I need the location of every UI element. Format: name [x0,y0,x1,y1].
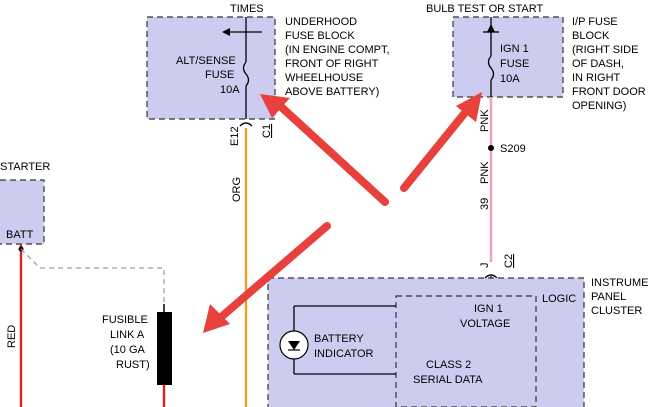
times-label: TIMES [230,3,264,15]
circuit-39-label: 39 [479,198,491,210]
bus-arrow-icon [222,28,230,36]
ign1-fuse-name: IGN 1 [500,43,529,55]
underhood-desc-line: UNDERHOOD [285,16,357,28]
starter-block: STARTER BATT [0,161,50,245]
logic-box [395,295,537,407]
fusible-link-label: FUSIBLE [102,314,148,326]
ip-desc-line: OF DASH, [572,58,624,70]
red-wire-label: RED [6,325,18,348]
underhood-description: UNDERHOOD FUSE BLOCK (IN ENGINE COMPT, F… [285,16,390,98]
battery-indicator-label: BATTERY [314,333,364,345]
fusible-link: FUSIBLE LINK A (10 GA RUST) [102,304,172,407]
bulb-test-label: BULB TEST OR START [426,3,543,15]
underhood-desc-line: (IN ENGINE COMPT, [285,44,390,56]
pnk-top-label: PNK [479,109,491,132]
alt-sense-label: ALT/SENSE [176,55,236,67]
cluster-label: INSTRUME [591,277,648,289]
connector-c2-icon [484,274,498,279]
arrow-head-icon [203,304,230,333]
cluster-label: CLUSTER [591,305,642,317]
underhood-desc-line: FUSE BLOCK [285,30,355,42]
led-diode-icon [288,341,300,350]
arrow-to-fusible-link [216,222,331,322]
instrument-panel-cluster: LOGIC INSTRUME PANEL CLUSTER IGN 1 VOLTA… [267,277,648,407]
ign-voltage-label: VOLTAGE [460,318,510,330]
logic-label: LOGIC [542,293,576,305]
connector-c1-icon [239,122,253,127]
fusible-link-dashed-wire [20,248,165,302]
ign1-fuse-label: FUSE [500,58,529,70]
underhood-desc-line: WHEELHOUSE [285,72,363,84]
ip-description: I/P FUSE BLOCK (RIGHT SIDE OF DASH, IN R… [572,16,646,112]
class2-label: SERIAL DATA [413,374,483,386]
fuse-symbol-icon [242,61,250,87]
alt-sense-fuse-label: FUSE [205,69,234,81]
cluster-label: PANEL [591,291,626,303]
ip-desc-line: IN RIGHT [572,72,621,84]
ip-desc-line: OPENING) [572,100,626,112]
annotation-arrows [203,92,482,333]
underhood-desc-line: ABOVE BATTERY) [285,86,379,98]
ign-voltage-label: IGN 1 [474,303,503,315]
connector-c2-label: C2 [503,254,515,268]
ip-desc-line: (RIGHT SIDE [572,44,638,56]
ip-desc-line: FRONT DOOR [572,86,646,98]
alt-sense-rating: 10A [220,84,240,96]
pnk-mid-label: PNK [479,161,491,184]
ip-bus-arrow-icon [487,24,495,32]
ign1-fuse-rating: 10A [500,73,520,85]
ip-fuse-symbol-icon [487,55,495,81]
class2-label: CLASS 2 [426,359,471,371]
connector-c1: C1 [261,124,273,138]
fusible-link-label: LINK A [110,329,145,341]
starter-label: STARTER [0,161,50,173]
underhood-fuse-block: TIMES ALT/SENSE FUSE 10A UNDERHOOD FUSE … [146,3,390,146]
ip-fuse-box [452,16,564,98]
arrow-to-underhood-fuse [274,100,389,206]
battery-indicator-label: INDICATOR [314,348,374,360]
pin-e12: E12 [229,126,241,146]
cluster-box [267,277,585,407]
org-wire-label: ORG [231,177,243,202]
arrow-head-icon [456,92,482,122]
ip-fuse-block: BULB TEST OR START IGN 1 FUSE 10A I/P FU… [426,3,646,112]
starter-box [0,179,45,245]
pin-j-label: J [479,263,491,269]
fusible-link-label: RUST) [116,359,150,371]
arrow-head-icon [260,94,290,118]
fusible-link-body [157,312,172,385]
fusible-link-label: (10 GA [110,344,146,356]
ip-desc-line: I/P FUSE [572,16,618,28]
ip-desc-line: BLOCK [572,30,610,42]
underhood-fuse-box [146,16,276,120]
splice-s209-label: S209 [500,143,526,155]
underhood-desc-line: FRONT OF RIGHT [285,58,379,70]
batt-terminal-label: BATT [6,229,34,241]
arrow-to-ip-fuse [400,105,472,192]
splice-s209-dot [488,145,494,151]
